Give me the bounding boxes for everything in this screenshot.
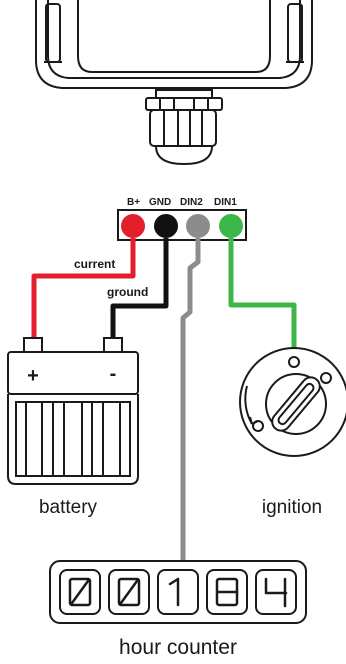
device-housing-icon bbox=[35, 0, 313, 89]
counter-digit-2 bbox=[117, 577, 141, 607]
pin-label-din1: DIN1 bbox=[214, 197, 237, 208]
pin-black-dot bbox=[154, 214, 178, 238]
battery-plus-sign: + bbox=[27, 365, 39, 387]
ground-wire bbox=[110, 238, 169, 340]
cable-gland-icon bbox=[145, 89, 223, 166]
ground-wire-label: ground bbox=[107, 285, 148, 299]
hour-counter-label: hour counter bbox=[119, 636, 237, 659]
din1-wire bbox=[228, 238, 297, 352]
ignition-label: ignition bbox=[262, 497, 322, 518]
counter-digit-5 bbox=[264, 577, 288, 608]
battery-label: battery bbox=[39, 497, 98, 518]
connector-block: B+ GND DIN2 DIN1 bbox=[117, 197, 247, 241]
pin-grey-dot bbox=[186, 214, 210, 238]
counter-digit-1 bbox=[68, 577, 92, 607]
pin-label-bplus: B+ bbox=[127, 197, 140, 208]
current-wire-label: current bbox=[74, 257, 115, 271]
battery-minus-sign: - bbox=[110, 363, 117, 385]
battery-icon bbox=[7, 337, 139, 485]
ignition-switch-icon bbox=[239, 347, 346, 457]
pin-red-dot bbox=[121, 214, 145, 238]
din2-wire bbox=[180, 238, 201, 562]
pin-label-gnd: GND bbox=[149, 197, 171, 208]
pin-label-din2: DIN2 bbox=[180, 197, 203, 208]
counter-digit-3 bbox=[168, 577, 180, 607]
counter-digit-4 bbox=[215, 577, 239, 607]
pin-green-dot bbox=[219, 214, 243, 238]
current-wire bbox=[31, 238, 136, 340]
digital-counter-icon bbox=[49, 560, 307, 624]
